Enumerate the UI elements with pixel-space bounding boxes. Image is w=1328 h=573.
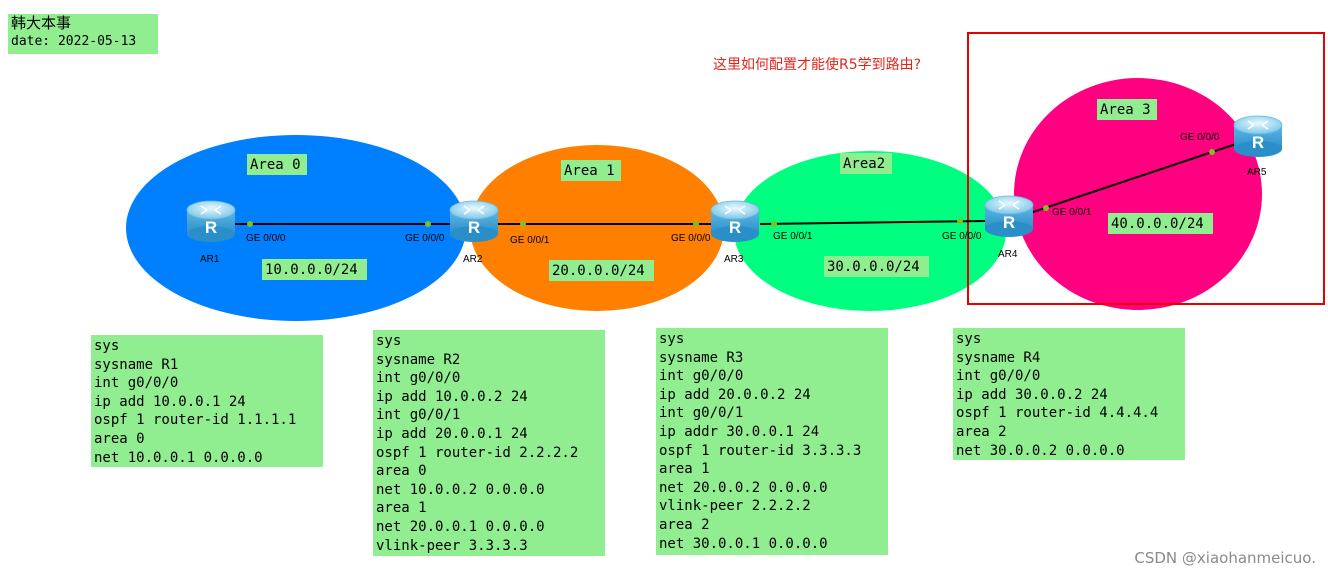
router-label: AR4 <box>998 249 1018 260</box>
config-line: area 2 <box>956 423 1007 440</box>
area-label: Area 3 <box>1100 102 1151 118</box>
port-dot <box>693 221 699 227</box>
config-line: ip add 30.0.0.2 24 <box>956 386 1108 403</box>
subnet-label-bg <box>824 256 929 277</box>
config-line: sys <box>376 333 402 349</box>
port-dot <box>520 221 526 227</box>
config-line: ip add 20.0.0.1 24 <box>376 425 528 442</box>
port-label: GE 0/0/1 <box>510 235 550 246</box>
date-label: date: 2022-05-13 <box>11 34 137 49</box>
port-label: GE 0/0/1 <box>773 231 813 242</box>
config-line: ip add 10.0.0.2 24 <box>376 388 528 405</box>
port-dot <box>247 221 253 227</box>
router-label: AR2 <box>463 254 483 265</box>
port-label: GE 0/0/0 <box>671 233 711 244</box>
config-r2-note: sys sysname R2 int g0/0/0 ip add 10.0.0.… <box>373 330 605 556</box>
config-line: vlink-peer 2.2.2.2 <box>659 498 811 515</box>
area-label: Area 0 <box>250 157 301 173</box>
area-2-zone <box>734 151 1006 311</box>
port-dot <box>1209 149 1215 155</box>
config-line: area 1 <box>376 500 427 517</box>
config-line: sys <box>659 331 685 347</box>
router-ar1-icon[interactable] <box>186 200 236 243</box>
area-1-zone <box>470 145 724 311</box>
area-label: Area 1 <box>564 163 615 179</box>
config-line: net 10.0.0.1 0.0.0.0 <box>94 449 263 466</box>
header-note: 韩大本事 date: 2022-05-13 <box>8 14 158 54</box>
config-line: ospf 1 router-id 2.2.2.2 <box>376 444 579 461</box>
link-ar4-ar5 <box>1029 143 1237 214</box>
config-line: ospf 1 router-id 1.1.1.1 <box>94 412 297 429</box>
subnet-label: 30.0.0.0/24 <box>827 259 920 275</box>
area-0-zone <box>126 135 466 321</box>
config-line: net 30.0.0.1 0.0.0.0 <box>659 535 828 552</box>
config-line: ip addr 30.0.0.1 24 <box>659 423 820 440</box>
port-label: GE 0/0/0 <box>1180 132 1220 143</box>
config-r3-note: sys sysname R3 int g0/0/0 ip add 20.0.0.… <box>656 328 888 555</box>
config-line: ospf 1 router-id 3.3.3.3 <box>659 442 862 459</box>
config-line: int g0/0/0 <box>94 375 179 392</box>
subnet-label: 10.0.0.0/24 <box>265 262 358 278</box>
config-line: int g0/0/0 <box>956 368 1041 385</box>
config-line: net 20.0.0.1 0.0.0.0 <box>376 518 545 535</box>
config-line: ip add 20.0.0.2 24 <box>659 386 811 403</box>
router-ar3-icon[interactable] <box>710 200 760 243</box>
port-dot <box>1043 205 1049 211</box>
subnet-label-bg <box>1108 213 1213 234</box>
author-label: 韩大本事 <box>11 14 72 32</box>
config-line: sysname R3 <box>659 349 744 366</box>
subnet-label: 40.0.0.0/24 <box>1111 216 1204 232</box>
config-line: ospf 1 router-id 4.4.4.4 <box>956 405 1159 422</box>
config-line: sysname R2 <box>376 351 461 368</box>
config-line: area 1 <box>659 461 710 478</box>
config-line: sys <box>956 331 982 347</box>
subnet-label-bg <box>549 260 654 281</box>
port-label: GE 0/0/0 <box>246 233 286 244</box>
question-text: 这里如何配置才能使R5学到路由? <box>713 57 922 73</box>
port-label: GE 0/0/1 <box>1052 207 1092 218</box>
router-label: AR3 <box>724 254 744 265</box>
config-line: sysname R1 <box>94 356 179 373</box>
config-line: sys <box>94 338 120 354</box>
watermark: CSDN @xiaohanmeicuo. <box>1134 549 1316 567</box>
config-r4-note: sys sysname R4 int g0/0/0 ip add 30.0.0.… <box>953 328 1185 460</box>
port-label: GE 0/0/0 <box>405 233 445 244</box>
router-ar2-icon[interactable] <box>449 200 499 243</box>
port-dot <box>425 221 431 227</box>
config-line: area 0 <box>94 430 145 447</box>
config-line: area 0 <box>376 463 427 480</box>
config-line: net 30.0.0.2 0.0.0.0 <box>956 442 1125 459</box>
area-label-bg <box>561 160 621 181</box>
config-line: area 2 <box>659 516 710 533</box>
config-line: sysname R4 <box>956 349 1041 366</box>
config-line: ip add 10.0.0.1 24 <box>94 393 246 410</box>
config-line: int g0/0/0 <box>376 370 461 387</box>
config-r1-note: sys sysname R1 int g0/0/0 ip add 10.0.0.… <box>91 335 323 467</box>
router-ar4-icon[interactable] <box>984 195 1034 238</box>
router-label: AR1 <box>200 254 220 265</box>
config-line: vlink-peer 3.3.3.3 <box>376 537 528 554</box>
subnet-label-bg <box>262 259 367 280</box>
port-label: GE 0/0/0 <box>942 231 982 242</box>
config-line: net 20.0.0.2 0.0.0.0 <box>659 479 828 496</box>
area-label-bg <box>840 153 892 174</box>
subnet-label: 20.0.0.0/24 <box>552 263 645 279</box>
highlight-box <box>967 32 1325 305</box>
port-dot <box>771 221 777 227</box>
router-label: AR5 <box>1247 167 1267 178</box>
router-ar5-icon[interactable] <box>1233 115 1283 158</box>
config-line: int g0/0/1 <box>659 405 744 422</box>
config-line: net 10.0.0.2 0.0.0.0 <box>376 481 545 498</box>
area-label: Area2 <box>843 156 885 172</box>
area-label-bg <box>1097 99 1157 120</box>
link-ar3-ar4 <box>759 220 987 225</box>
area-3-zone <box>1014 78 1262 310</box>
port-dot <box>957 218 963 224</box>
config-line: int g0/0/0 <box>659 368 744 385</box>
area-label-bg <box>247 154 307 175</box>
config-line: int g0/0/1 <box>376 407 461 424</box>
